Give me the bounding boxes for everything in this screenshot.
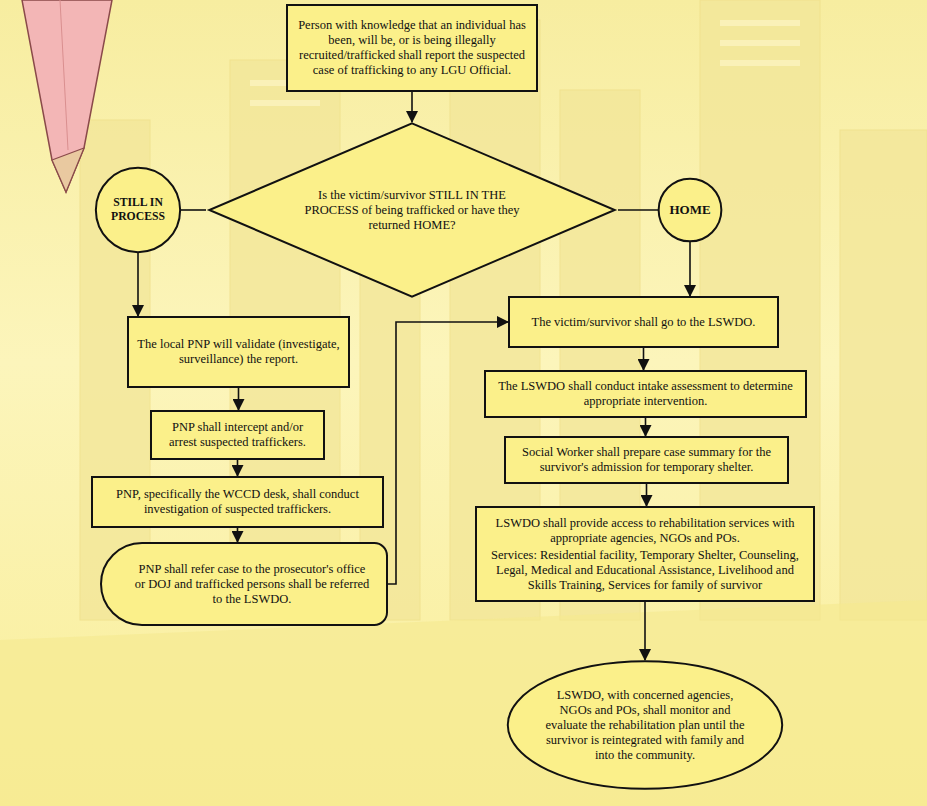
flow-arrow (645, 418, 647, 436)
process-box: Social Worker shall prepare case summary… (504, 436, 789, 484)
text-group: The victim/survivor shall go to the LSWD… (532, 315, 756, 330)
flow-arrow (411, 92, 413, 122)
text-group: The LSWDO shall conduct intake assessmen… (494, 379, 797, 409)
node-detail-text: Services: Residential facility, Temporar… (485, 548, 805, 593)
process-box: LSWDO shall provide access to rehabilita… (475, 506, 815, 602)
text-group: STILL IN PROCESS (103, 196, 173, 224)
text-group: PNP shall intercept and/or arrest suspec… (160, 420, 315, 450)
text-group: PNP, specifically the WCCD desk, shall c… (101, 487, 374, 517)
shape-fill (659, 179, 722, 242)
node-text: LSWDO, with concerned agencies, NGOs and… (545, 688, 745, 763)
flow-arrow (137, 253, 139, 316)
node-text: The victim/survivor shall go to the LSWD… (532, 315, 756, 330)
flow-arrow (238, 388, 240, 410)
pencil-drawing (22, 0, 112, 192)
process-box: PNP, specifically the WCCD desk, shall c… (91, 476, 384, 528)
flow-arrow (237, 528, 239, 542)
node-text: The LSWDO shall conduct intake assessmen… (494, 379, 797, 409)
flow-arrow (689, 242, 691, 296)
shape-fill (508, 661, 782, 788)
flow-arrow (644, 602, 646, 660)
text-group: LSWDO, with concerned agencies, NGOs and… (545, 688, 745, 763)
text-group: The local PNP will validate (investigate… (137, 337, 340, 367)
text-group: HOME (664, 202, 716, 218)
connector-line (181, 209, 206, 211)
node-text: PNP shall intercept and/or arrest suspec… (160, 420, 315, 450)
node-text: PNP, specifically the WCCD desk, shall c… (101, 487, 374, 517)
text-group: LSWDO shall provide access to rehabilita… (485, 516, 805, 593)
process-box: The local PNP will validate (investigate… (127, 316, 350, 388)
shape-fill (96, 168, 180, 252)
terminal-box: PNP shall refer case to the prosecutor's… (100, 542, 388, 626)
process-box: Person with knowledge that an individual… (286, 4, 538, 92)
process-box: The LSWDO shall conduct intake assessmen… (484, 370, 807, 418)
decision-diamond: Is the victim/survivor STILL IN THE PROC… (206, 122, 618, 298)
connector-line (618, 209, 658, 211)
branch-circle: STILL IN PROCESS (95, 167, 181, 253)
node-text: Is the victim/survivor STILL IN THE PROC… (302, 188, 522, 233)
node-text: Person with knowledge that an individual… (296, 18, 528, 78)
node-text: LSWDO shall provide access to rehabilita… (485, 516, 805, 546)
flow-arrow (643, 348, 645, 370)
text-group: Social Worker shall prepare case summary… (514, 445, 779, 475)
flow-arrow (646, 484, 648, 506)
process-box: PNP shall intercept and/or arrest suspec… (150, 410, 325, 460)
node-text: STILL IN PROCESS (103, 196, 173, 224)
process-box: The victim/survivor shall go to the LSWD… (508, 296, 779, 348)
node-text: Social Worker shall prepare case summary… (514, 445, 779, 475)
text-group: Is the victim/survivor STILL IN THE PROC… (302, 188, 522, 233)
text-group: PNP shall refer case to the prosecutor's… (132, 562, 372, 607)
node-text: The local PNP will validate (investigate… (137, 337, 340, 367)
text-group: Person with knowledge that an individual… (296, 18, 528, 78)
node-text: HOME (669, 202, 710, 218)
node-text: PNP shall refer case to the prosecutor's… (132, 562, 372, 607)
flow-arrow (237, 460, 239, 476)
branch-circle: HOME (658, 178, 722, 242)
terminal-ellipse: LSWDO, with concerned agencies, NGOs and… (505, 660, 785, 790)
shape-fill (209, 123, 614, 296)
